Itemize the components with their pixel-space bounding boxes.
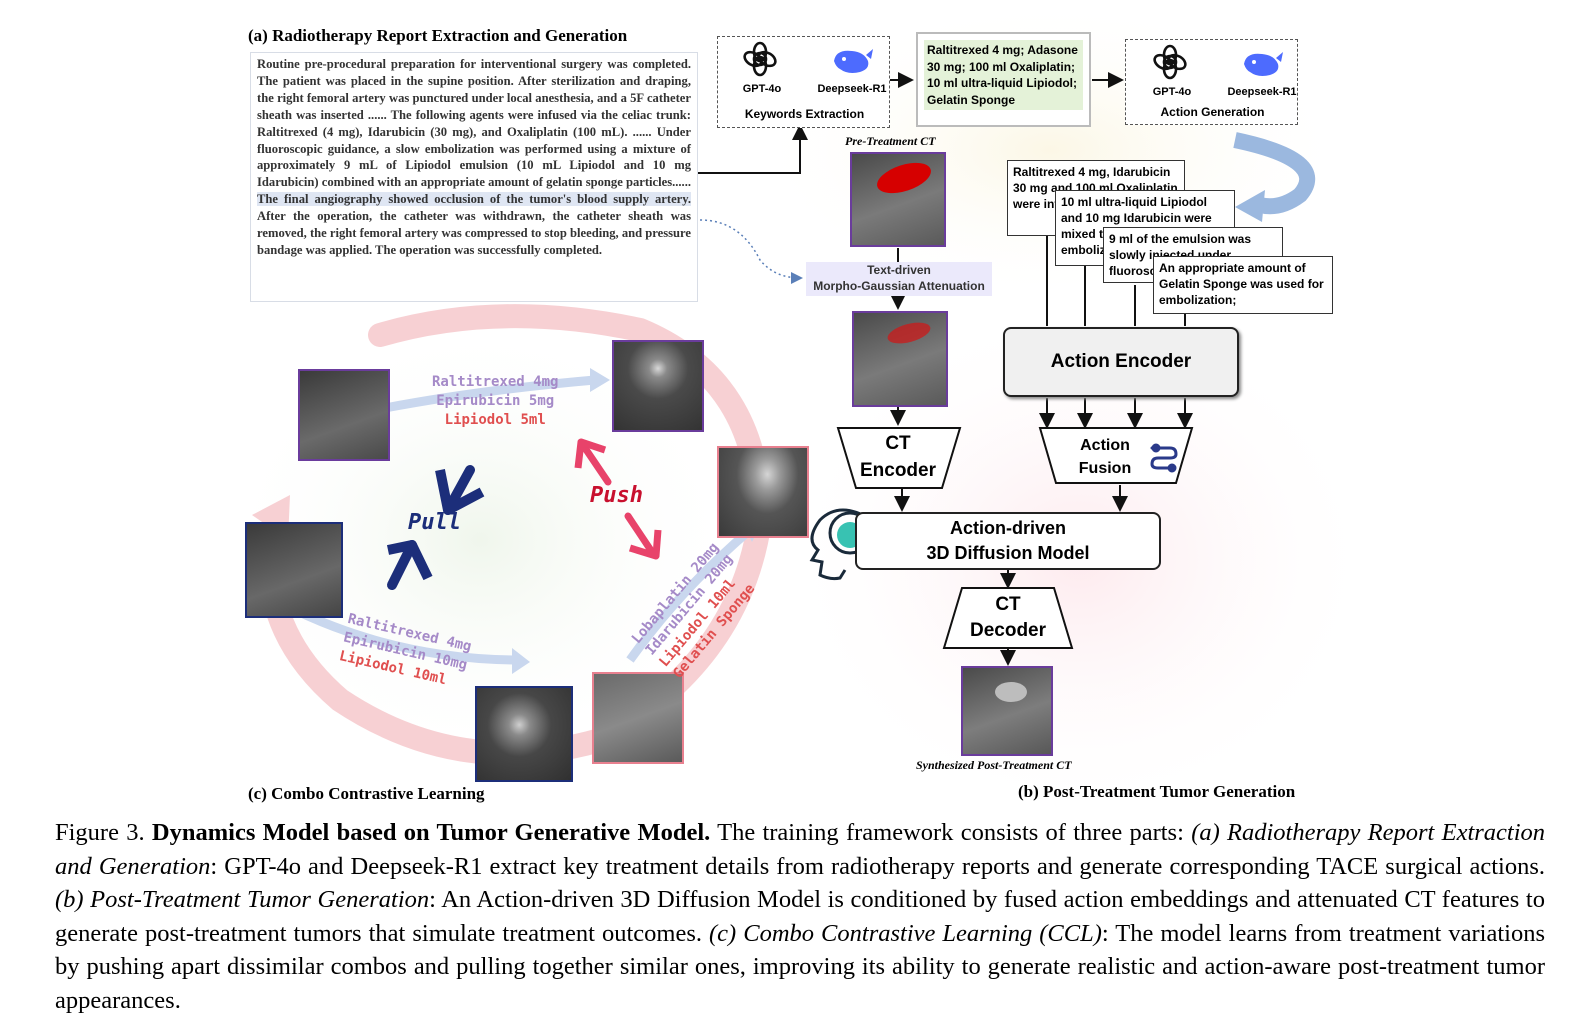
- caption-text-3: : An Action-driven 3D Diffusion Model is…: [55, 886, 1545, 947]
- ct-decoder-label-1: CT: [995, 594, 1021, 615]
- pre-treatment-ct-image: [850, 152, 946, 247]
- report-tail: After the operation, the catheter was wi…: [257, 209, 691, 257]
- attenuation-label-1: Text-driven: [867, 263, 931, 277]
- action-fusion-label-2: Fusion: [1078, 460, 1132, 477]
- pre-ct-label: Pre-Treatment CT: [845, 134, 936, 148]
- flow-arrow-right: [626, 526, 753, 663]
- ct-encoder-shape: [836, 427, 962, 489]
- synthesized-ct-image: [961, 666, 1053, 756]
- action-fusion-label-1: Action: [1080, 437, 1130, 454]
- synthesized-ct-label: Synthesized Post-Treatment CT: [916, 758, 1072, 772]
- caption-text-1: The training framework consists of three…: [717, 819, 1184, 846]
- action-encoder-block: Action Encoder: [1003, 327, 1239, 397]
- action-fusion: Action Fusion: [1060, 434, 1150, 480]
- radiotherapy-report: Routine pre-procedural preparation for i…: [250, 52, 698, 302]
- combo-ct-top-right: [612, 340, 704, 432]
- deepseek-label: Deepseek-R1: [817, 83, 887, 95]
- caption-text-4: : The model learns from treatment variat…: [55, 919, 1546, 1014]
- gpt-logo-icon-2: [1152, 44, 1188, 80]
- panel-c-title: (c) Combo Contrastive Learning: [248, 784, 485, 803]
- tumor-mask: [877, 162, 931, 194]
- caption-italic-2: (b) Post-Treatment Tumor Generation: [55, 886, 430, 913]
- report-body: Routine pre-procedural preparation for i…: [257, 57, 691, 190]
- curved-feedback-arrow-head: [1235, 190, 1265, 222]
- panel-a-title: (a) Radiotherapy Report Extraction and G…: [248, 26, 628, 45]
- caption-italic-3: (c) Combo Contrastive Learning (CCL): [709, 919, 1102, 947]
- combo-ct-top-left: [298, 369, 390, 461]
- curved-feedback-arrow: [1233, 132, 1316, 215]
- ct-encoder-label-2: Encoder: [859, 460, 937, 481]
- action-card-4: An appropriate amount of Gelatin Sponge …: [1153, 256, 1333, 314]
- combo-top-drug-2: Epirubicin 5mg: [436, 393, 555, 409]
- flow-arrow-top-head: [590, 368, 610, 392]
- flow-arrow-bottom-head: [512, 648, 530, 674]
- ct-encoder: CT Encoder: [848, 430, 948, 484]
- pull-arrow-bottom-head: [386, 540, 433, 581]
- ct-decoder-shape: [942, 587, 1074, 649]
- ct-decoder: CT Decoder: [958, 592, 1058, 644]
- combo-top: Raltitrexed 4mg Epirubicin 5mg Lipiodol …: [432, 373, 558, 430]
- combo-top-drug-1: Raltitrexed 4mg: [432, 374, 559, 390]
- gpt-label-2: GPT-4o: [1152, 86, 1192, 98]
- action-generation-label: Action Generation: [1160, 105, 1265, 119]
- synthesized-tumor: [995, 682, 1027, 702]
- push-arrow-top-head: [574, 438, 607, 469]
- caption-bold: Dynamics Model based on Tumor Generative…: [151, 819, 711, 846]
- combo-ct-left: [245, 522, 343, 618]
- attenuation-label-2: Morpho-Gaussian Attenuation: [813, 279, 985, 293]
- keywords-extraction-label: Keywords Extraction: [744, 107, 865, 121]
- combo-ct-right-bottom: [592, 672, 684, 764]
- keywords-extraction-box: GPT-4o Deepseek-R1 Keywords Extraction: [717, 36, 890, 128]
- diffusion-label-2: 3D Diffusion Model: [926, 543, 1090, 563]
- push-arrow-bottom: [624, 512, 656, 556]
- diffusion-model-block: Action-driven 3D Diffusion Model: [855, 512, 1161, 570]
- deepseek-label-2: Deepseek-R1: [1227, 86, 1297, 98]
- caption-fig: Figure 3.: [55, 819, 145, 846]
- report-highlight: The final angiography showed occlusion o…: [257, 192, 691, 207]
- caption-text-2: : GPT-4o and Deepseek-R1 extract key tre…: [210, 852, 1546, 880]
- attenuation-box: Text-driven Morpho-Gaussian Attenuation: [806, 262, 992, 296]
- deepseek-logo-icon: [830, 45, 874, 77]
- fusion-icon: [1148, 440, 1180, 474]
- figure-caption: Figure 3. Dynamics Model based on Tumor …: [55, 816, 1545, 1017]
- flow-arrow-top: [384, 375, 596, 413]
- action-fusion-shape: [1038, 427, 1194, 484]
- contrastive-ring: [258, 304, 773, 766]
- diffusion-label-1: Action-driven: [949, 518, 1066, 538]
- action-generation-box: GPT-4o Deepseek-R1 Action Generation: [1125, 39, 1298, 125]
- combo-ct-right-top: [717, 446, 809, 538]
- pull-label: Pull: [408, 510, 461, 535]
- caption-italic-1: (a) Radiotherapy Report Extraction and G…: [55, 819, 1546, 880]
- push-arrow-top: [581, 444, 612, 486]
- panel-b-title: (b) Post-Treatment Tumor Generation: [1018, 782, 1296, 801]
- pull-arrow-bottom: [387, 540, 417, 590]
- deepseek-logo-icon-2: [1240, 48, 1284, 80]
- ct-encoder-label-1: CT: [885, 433, 911, 454]
- pull-arrow-top-head: [435, 469, 485, 515]
- combo-top-drug-3: Lipiodol 5ml: [444, 412, 546, 428]
- push-arrow-bottom-head: [628, 529, 662, 560]
- flow-arrow-bottom: [293, 605, 521, 665]
- push-label: Push: [590, 483, 643, 508]
- ct-decoder-label-2: Decoder: [969, 620, 1047, 641]
- report-to-keywords-line: [698, 124, 808, 174]
- keywords-output-box: Raltitrexed 4 mg; Adasone 30 mg; 100 ml …: [916, 32, 1091, 127]
- attenuated-ct-image: [852, 311, 948, 407]
- highlight-to-attenuation-line: [699, 219, 803, 284]
- keywords-text: Raltitrexed 4 mg; Adasone 30 mg; 100 ml …: [924, 40, 1083, 110]
- combo-ct-bottom: [475, 686, 573, 782]
- attenuated-tumor-mask: [887, 322, 931, 344]
- gpt-label: GPT-4o: [742, 83, 782, 95]
- gpt-logo-icon: [742, 41, 778, 77]
- action-encoder-label: Action Encoder: [1050, 351, 1192, 372]
